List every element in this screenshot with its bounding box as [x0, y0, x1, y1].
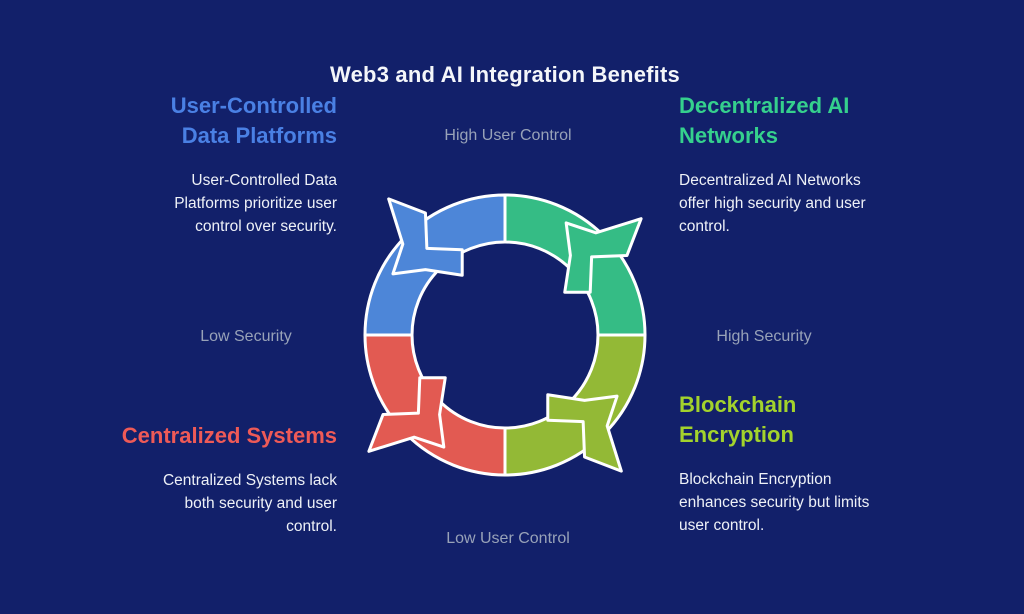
quadrant-heading: Blockchain Encryption	[679, 392, 797, 447]
quadrant-description: Blockchain Encryption enhances security …	[679, 471, 870, 534]
quadrant-description: Decentralized AI Networks offer high sec…	[679, 172, 866, 235]
quadrant-card-blockchain-encryption: Blockchain Encryption Blockchain Encrypt…	[679, 390, 951, 537]
axis-label-low-security: Low Security	[200, 328, 292, 345]
quadrant-description: User-Controlled Data Platforms prioritiz…	[174, 172, 337, 235]
quadrant-card-centralized-systems: Centralized Systems Centralized Systems …	[65, 421, 337, 538]
cycle-diagram	[351, 181, 659, 489]
axis-label-low-user-control: Low User Control	[446, 530, 570, 547]
quadrant-description: Centralized Systems lack both security a…	[162, 472, 337, 535]
quadrant-heading: User-Controlled Data Platforms	[170, 93, 337, 148]
quadrant-heading: Decentralized AI Networks	[679, 93, 850, 148]
quadrant-card-user-controlled-data-platforms: User-Controlled Data Platforms User-Cont…	[65, 91, 337, 238]
page-title: Web3 and AI Integration Benefits	[330, 62, 680, 87]
axis-label-high-user-control: High User Control	[444, 127, 572, 144]
quadrant-heading: Centralized Systems	[121, 423, 337, 448]
quadrant-card-decentralized-ai-networks: Decentralized AI Networks Decentralized …	[679, 91, 951, 238]
axis-label-high-security: High Security	[716, 328, 812, 345]
